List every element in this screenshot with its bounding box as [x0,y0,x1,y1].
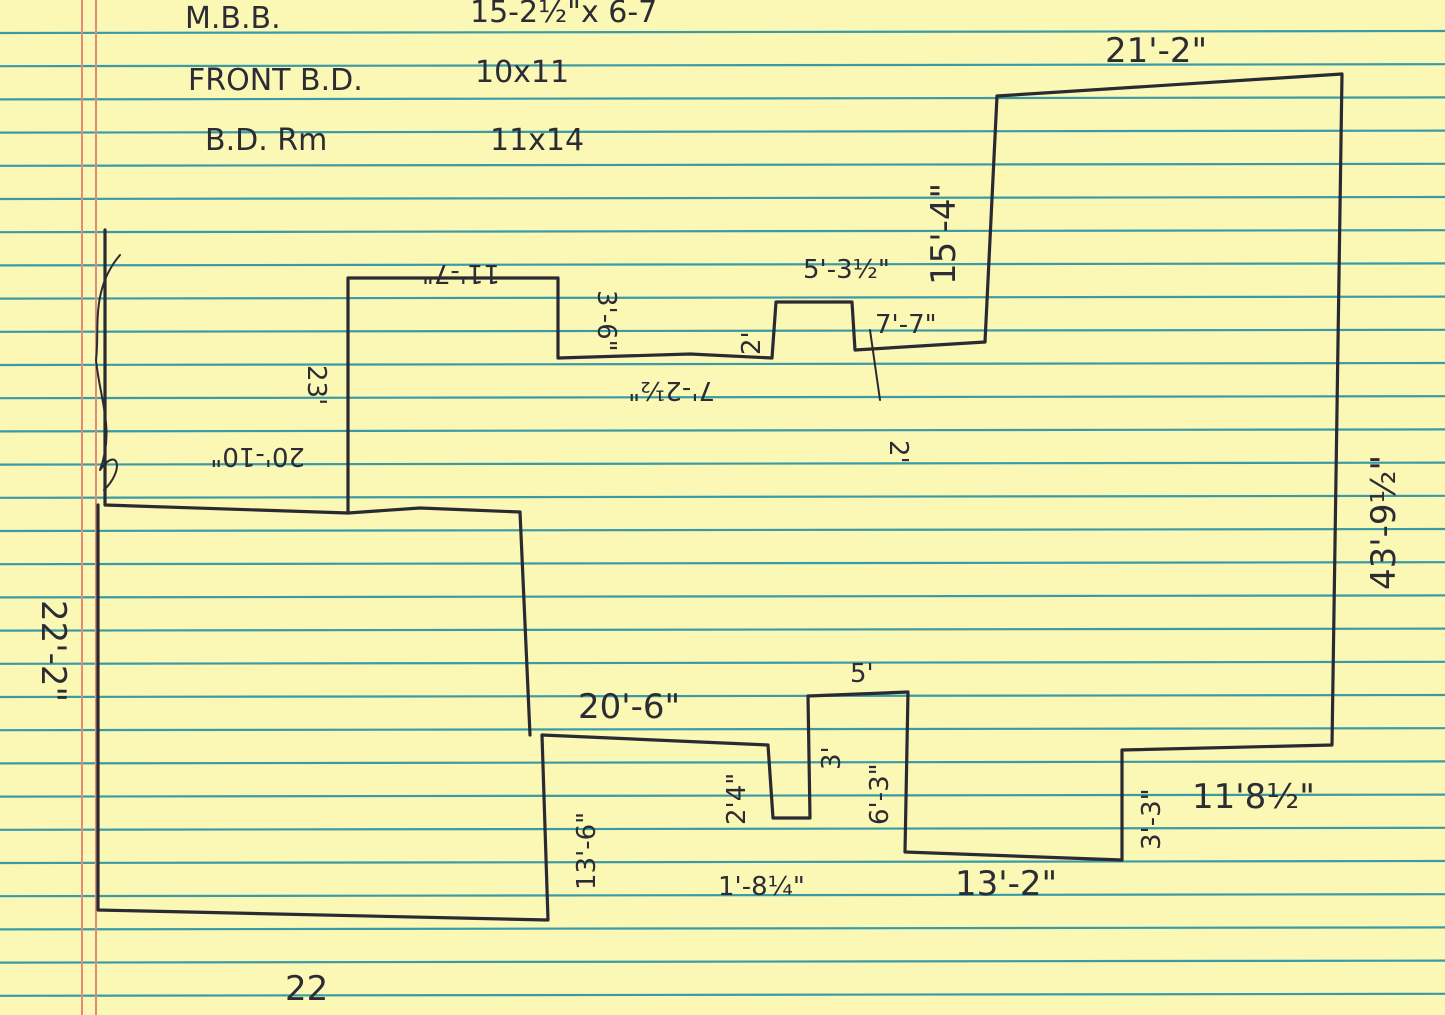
dim-top-right-width: 21'-2" [1105,31,1207,71]
ruled-line [0,262,1445,267]
dim-notch-right: 7'-7" [875,310,937,340]
ruled-line [0,129,1445,134]
dim-notch-side: 3'-6" [591,290,621,352]
room-name: M.B.B. [185,1,281,36]
room-size: 11x14 [490,123,584,158]
ruled-line [0,63,1445,68]
floor-plan-outline [95,72,1344,922]
ruled-line [0,494,1445,499]
ruled-line [0,793,1445,798]
ruled-line [0,959,1445,964]
room-size: 10x11 [475,55,569,90]
dim-notch-bottom: 7'-2½" [628,375,715,405]
ruled-line [0,727,1445,732]
squiggle-wall [95,254,121,491]
ruled-line [0,395,1445,400]
ruled-line [0,29,1445,35]
dim-bay-depth: 2' [883,440,913,464]
dim-small-step: 2'4" [722,773,752,825]
dimension-labels: 21'-2" 15'-4" 43'-9½" 11'-7" 23' 20'-10"… [33,31,1404,1009]
ruled-line [0,760,1445,765]
ruled-line [0,826,1445,831]
dim-notch-rise: 2' [737,331,767,355]
ruled-line [0,859,1445,865]
ruled-line [0,561,1445,566]
ruled-line [0,96,1445,101]
ruled-line [0,229,1445,234]
room-name: FRONT B.D. [188,63,363,98]
dim-upper-left-step: 23' [301,365,331,405]
dim-upper-right-wall: 15'-4" [924,183,964,285]
dim-bottom-left: 22 [285,969,328,1009]
ruled-line [0,627,1445,632]
ruled-line [0,162,1445,167]
room-size: 15-2½"x 6-7 [470,0,657,30]
dim-lower-mid-width: 20'-6" [578,687,680,727]
dim-upper-left-bottom: 20'-10" [210,441,305,471]
dim-lower-mid-depth: 13'-6" [572,812,602,890]
room-name: B.D. Rm [205,123,327,158]
ruled-line [0,461,1445,466]
dim-box-left: 3' [817,746,847,770]
ruled-line [0,527,1445,533]
dim-upper-left-top: 11'-7" [422,258,500,288]
dim-box-top: 5' [850,659,874,689]
ruled-line [0,992,1445,997]
room-list: M.B.B. 15-2½"x 6-7 FRONT B.D. 10x11 B.D.… [185,0,657,158]
ruled-line [0,594,1445,599]
ruled-lines [0,29,1445,997]
upper-left-wing [96,72,1344,922]
dim-lower-right-width: 11'8½" [1192,777,1315,817]
ruled-line [0,195,1445,201]
ruled-line [0,328,1445,333]
dim-lower-bottom: 13'-2" [955,864,1057,904]
dim-small-bottom: 1'-8¼" [718,872,805,902]
ruled-line [0,893,1445,898]
ruled-line [0,295,1445,300]
dim-box-right: 6'-3" [865,763,895,825]
ruled-line [0,660,1445,665]
ruled-line [0,361,1445,367]
dim-bay-top: 5'-3½" [803,255,890,285]
dim-lower-right-step: 3'-3" [1137,788,1167,850]
dim-right-wall: 43'-9½" [1364,455,1404,590]
ruled-line [0,693,1445,699]
ruled-line [0,428,1445,433]
bay-arrow [869,329,881,401]
ruled-line [0,926,1445,931]
mid-connector [346,506,532,737]
dim-left-wall: 22'-2" [33,600,73,702]
